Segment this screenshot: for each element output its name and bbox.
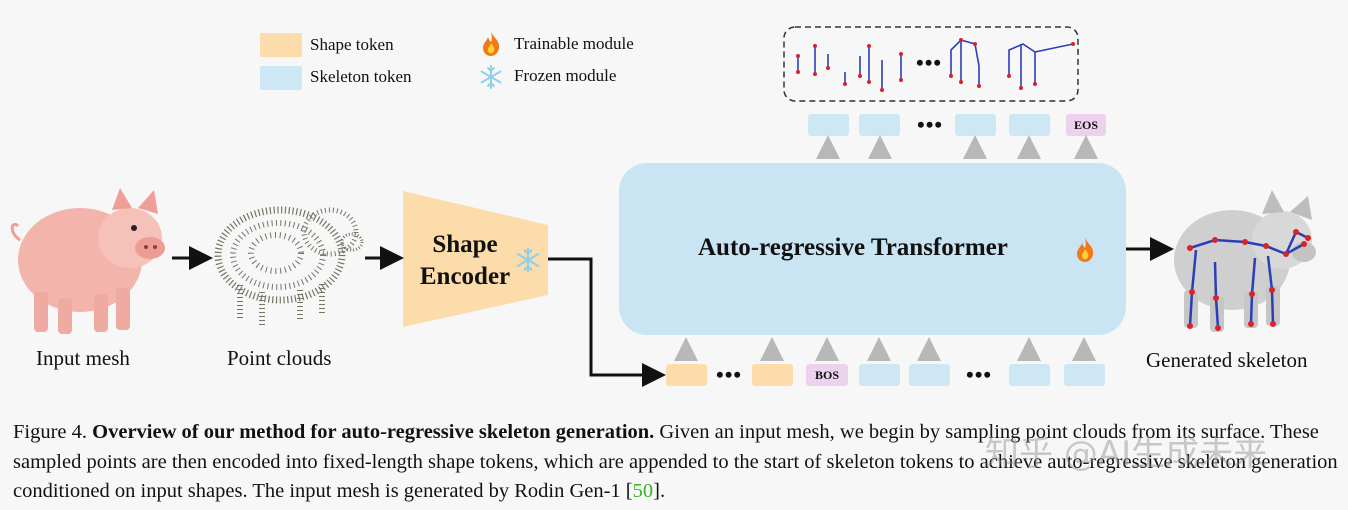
shape-encoder-line2: Encoder — [419, 263, 511, 290]
input-skeleton-token-2 — [909, 364, 950, 386]
transformer-label: Auto-regressive Transformer — [698, 234, 1008, 261]
skeleton-sequence-panel — [783, 26, 1079, 102]
legend-shape-label: Shape token — [310, 35, 394, 54]
input-skeleton-token-3 — [1009, 364, 1050, 386]
legend-skeleton-label: Skeleton token — [310, 67, 412, 86]
bos-token: BOS — [806, 364, 848, 386]
transformer-fire-icon — [1077, 238, 1094, 262]
point-clouds-label: Point clouds — [227, 346, 332, 370]
input-skeleton-ellipsis: ••• — [966, 362, 993, 387]
input-mesh-pig — [10, 188, 165, 334]
fire-icon — [483, 32, 500, 56]
caption-end: ]. — [653, 480, 666, 502]
output-token-ellipsis: ••• — [917, 112, 944, 137]
legend-trainable-label: Trainable module — [514, 34, 634, 53]
watermark-text: 知乎 @AI生成未来 — [985, 434, 1268, 474]
citation-link[interactable]: 50 — [632, 480, 654, 502]
shape-encoder-line1: Shape — [432, 231, 498, 258]
legend-frozen-label: Frozen module — [514, 66, 617, 85]
shape-token-1 — [666, 364, 707, 386]
shape-token-2 — [752, 364, 793, 386]
output-token-4 — [1009, 114, 1050, 136]
snowflake-icon — [480, 65, 502, 89]
caption-title: Overview of our method for auto-regressi… — [92, 421, 655, 443]
output-token-3 — [955, 114, 996, 136]
input-mesh-label: Input mesh — [36, 346, 130, 370]
generated-skeleton-pig — [1174, 190, 1316, 332]
pipeline-graphics — [10, 135, 1316, 387]
skeleton-sequence-ellipsis: ••• — [916, 50, 943, 75]
figure-caption: Figure 4. Overview of our method for aut… — [13, 418, 1338, 507]
output-token-1 — [808, 114, 849, 136]
input-skeleton-token-1 — [859, 364, 900, 386]
point-cloud-pig — [214, 206, 364, 328]
input-skeleton-token-4 — [1064, 364, 1105, 386]
eos-token: EOS — [1066, 114, 1106, 136]
generated-skeleton-label: Generated skeleton — [1146, 348, 1308, 372]
encoder-snowflake-icon — [516, 247, 540, 273]
legend-shape-swatch — [260, 33, 302, 57]
output-token-2 — [859, 114, 900, 136]
caption-body: Given an input mesh, we begin by samplin… — [13, 421, 1338, 502]
figure-label: Figure 4. — [13, 421, 88, 443]
legend-skeleton-swatch — [260, 66, 302, 90]
shape-encoder-label: Shape Encoder — [405, 229, 525, 293]
shape-token-ellipsis: ••• — [716, 362, 743, 387]
